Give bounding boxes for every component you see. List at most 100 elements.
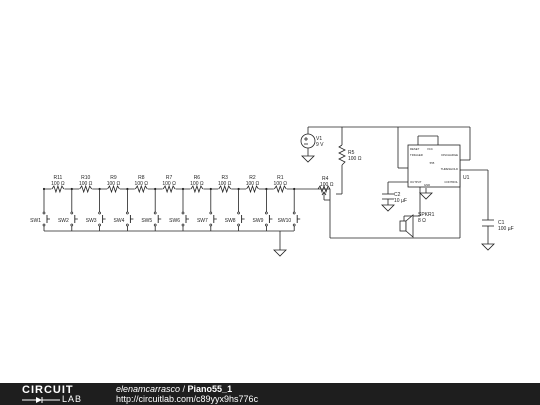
resistor-value-label: 100 Ω bbox=[135, 181, 149, 187]
resistor-r8 bbox=[134, 184, 148, 194]
resistor-ref-label: R2 bbox=[249, 175, 256, 181]
c2-ref: C2 bbox=[394, 192, 401, 198]
switch-label: SW9 bbox=[253, 218, 264, 224]
path-separator: / bbox=[180, 384, 188, 394]
resistor-r11 bbox=[51, 184, 65, 194]
resistor-value-label: 100 Ω bbox=[246, 181, 260, 187]
junction-dot bbox=[181, 187, 185, 191]
switch-label: SW7 bbox=[197, 218, 208, 224]
u1-pin-threshold: THRESHOLD bbox=[441, 167, 458, 171]
switch-label: SW1 bbox=[30, 218, 41, 224]
switch-label: SW10 bbox=[278, 218, 292, 224]
switch-label: SW3 bbox=[86, 218, 97, 224]
r5-ref: R5 bbox=[348, 150, 355, 156]
footer-bar: CIRCUIT LAB elenamcarrasco / Piano55_1 h… bbox=[0, 383, 540, 405]
junction-dot bbox=[154, 187, 157, 191]
resistor-value-label: 100 Ω bbox=[162, 181, 176, 187]
resistor-gap bbox=[246, 185, 259, 193]
resistor-ref-label: R8 bbox=[138, 175, 145, 181]
junction-dot bbox=[98, 187, 101, 191]
resistor-value-label: 100 Ω bbox=[274, 181, 288, 187]
r4-value: 100 Ω bbox=[320, 182, 334, 188]
resistor-ref-label: R7 bbox=[166, 175, 173, 181]
c1-value: 100 µF bbox=[498, 226, 514, 232]
spkr-value: 8 Ω bbox=[418, 218, 426, 224]
junction-dot bbox=[265, 187, 268, 191]
switch-contact bbox=[209, 223, 213, 227]
diode-logo-icon bbox=[22, 397, 60, 403]
resistor-r9 bbox=[107, 184, 120, 194]
switch-label: SW8 bbox=[225, 218, 236, 224]
resistor-gap bbox=[79, 185, 93, 193]
resistor-gap bbox=[218, 185, 232, 193]
u1-pin-output: OUTPUT bbox=[410, 180, 422, 184]
u1-pin-trigger: TRIGGER bbox=[410, 153, 423, 157]
switch-contact bbox=[181, 223, 185, 227]
switch-contact bbox=[126, 211, 129, 215]
resistor-ref-label: R1 bbox=[277, 175, 284, 181]
v1-ref: V1 bbox=[316, 136, 322, 142]
junction-dot bbox=[209, 187, 212, 191]
resistor-ref-label: R6 bbox=[194, 175, 201, 181]
junction-dot bbox=[237, 187, 240, 191]
c2-value: 10 µF bbox=[394, 198, 407, 204]
resistor-ref-label: R11 bbox=[53, 175, 62, 181]
resistor-gap bbox=[190, 185, 204, 193]
resistor-r1 bbox=[273, 184, 287, 194]
resistor-gap bbox=[162, 185, 176, 193]
resistor-r3 bbox=[218, 184, 232, 194]
author-link[interactable]: elenamcarrasco bbox=[116, 384, 181, 394]
v1-value: 9 V bbox=[316, 142, 324, 148]
switch-contact bbox=[265, 211, 268, 215]
u1-pin-gnd: GND bbox=[424, 183, 430, 187]
u1-pin-reset: RESET bbox=[410, 147, 420, 151]
switch-contact bbox=[181, 211, 185, 215]
logo-text-lab: LAB bbox=[62, 394, 83, 404]
switch-label: SW2 bbox=[58, 218, 69, 224]
resistor-r2 bbox=[246, 184, 259, 194]
circuit-url[interactable]: http://circuitlab.com/c89yyx9hs776c bbox=[116, 394, 259, 404]
switch-contact bbox=[292, 211, 296, 215]
switch-contact bbox=[42, 211, 46, 215]
resistor-ref-label: R10 bbox=[81, 175, 90, 181]
r5-value: 100 Ω bbox=[348, 156, 362, 162]
circuitlab-logo[interactable]: CIRCUIT LAB bbox=[22, 384, 92, 404]
circuit-title: Piano55_1 bbox=[187, 384, 233, 394]
resistor-value-label: 100 Ω bbox=[79, 181, 93, 187]
u1-pin-discharge: DISCHARGE bbox=[441, 153, 458, 157]
switch-contact bbox=[70, 211, 74, 215]
switch-contact bbox=[153, 223, 157, 227]
resistor-gap bbox=[134, 185, 148, 193]
resistor-ref-label: R9 bbox=[110, 175, 117, 181]
u1-pin-vcc: VCC bbox=[427, 147, 433, 151]
r4-ref: R4 bbox=[322, 176, 329, 182]
c1-ref: C1 bbox=[498, 220, 505, 226]
switch-contact bbox=[237, 211, 240, 215]
switch-contact bbox=[153, 211, 157, 215]
switch-label: SW6 bbox=[169, 218, 180, 224]
switch-contact bbox=[42, 223, 46, 227]
switch-label: SW4 bbox=[114, 218, 125, 224]
switch-contact bbox=[98, 211, 101, 215]
logo-text-circuit: CIRCUIT bbox=[22, 384, 74, 396]
resistor-value-label: 100 Ω bbox=[218, 181, 232, 187]
switch-contact bbox=[98, 223, 101, 227]
switch-contact bbox=[265, 223, 268, 227]
circuit-info: elenamcarrasco / Piano55_1 http://circui… bbox=[116, 384, 258, 404]
u1-part: 555 bbox=[430, 161, 435, 165]
resistor-value-label: 100 Ω bbox=[51, 181, 65, 187]
switch-contact bbox=[126, 223, 129, 227]
resistor-r10 bbox=[79, 184, 93, 194]
u1-ref: U1 bbox=[463, 175, 470, 181]
resistor-value-label: 100 Ω bbox=[107, 181, 121, 187]
resistor-r7 bbox=[162, 184, 176, 194]
junction-dot bbox=[126, 187, 129, 191]
switch-contact bbox=[209, 211, 213, 215]
resistor-r6 bbox=[190, 184, 204, 194]
junction-dot bbox=[70, 187, 73, 191]
resistor-gap bbox=[273, 185, 287, 193]
switch-contact bbox=[70, 223, 74, 227]
junction-dot bbox=[42, 187, 46, 191]
